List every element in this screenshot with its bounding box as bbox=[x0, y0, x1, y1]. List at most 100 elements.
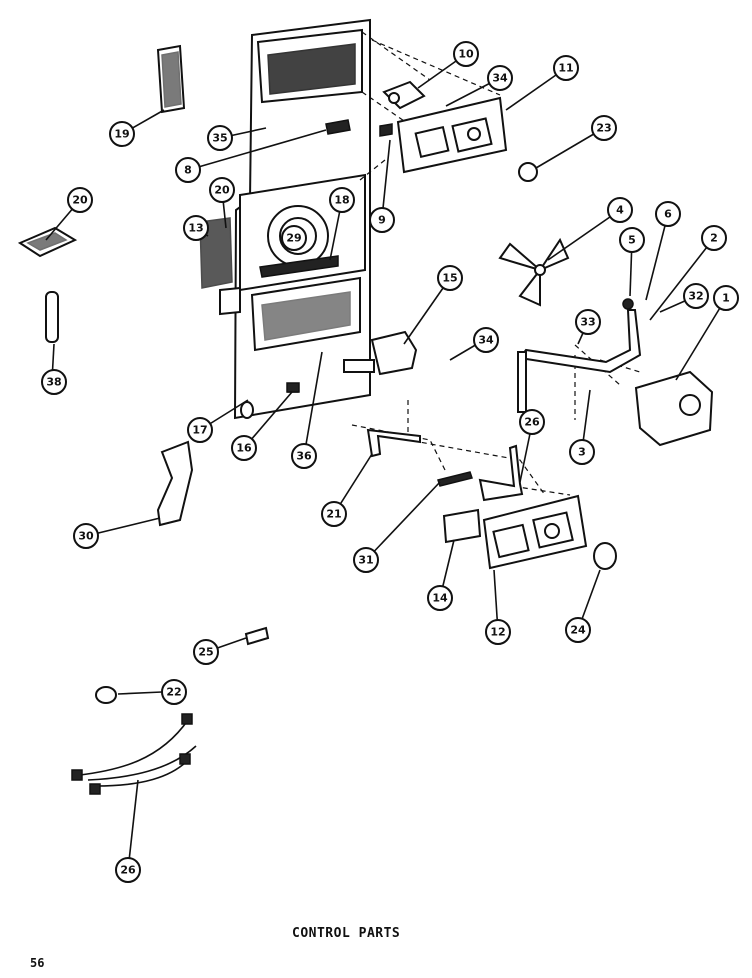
svg-text:26: 26 bbox=[120, 864, 136, 877]
svg-text:17: 17 bbox=[192, 424, 207, 437]
callout-36: 36 bbox=[291, 443, 317, 469]
callout-24: 24 bbox=[565, 617, 591, 643]
svg-text:1: 1 bbox=[722, 292, 730, 305]
svg-text:8: 8 bbox=[184, 164, 192, 177]
svg-text:22: 22 bbox=[166, 686, 181, 699]
svg-text:30: 30 bbox=[78, 530, 94, 543]
part-38-tube bbox=[45, 291, 59, 343]
callout-26: 26 bbox=[115, 857, 141, 883]
svg-text:33: 33 bbox=[580, 316, 595, 329]
svg-text:38: 38 bbox=[46, 376, 61, 389]
svg-text:21: 21 bbox=[326, 508, 341, 521]
callout-15: 15 bbox=[437, 265, 463, 291]
callout-10: 10 bbox=[453, 41, 479, 67]
svg-text:20: 20 bbox=[72, 194, 88, 207]
svg-text:31: 31 bbox=[358, 554, 373, 567]
part-24-knob bbox=[593, 542, 617, 570]
callout-1: 1 bbox=[713, 285, 739, 311]
callout-14: 14 bbox=[427, 585, 453, 611]
part-8-clip bbox=[325, 119, 393, 137]
svg-text:36: 36 bbox=[296, 450, 312, 463]
svg-text:9: 9 bbox=[378, 214, 386, 227]
svg-text:16: 16 bbox=[236, 442, 252, 455]
callout-26: 26 bbox=[519, 409, 545, 435]
callout-20: 20 bbox=[209, 177, 235, 203]
svg-text:20: 20 bbox=[214, 184, 230, 197]
callout-29: 29 bbox=[281, 225, 307, 251]
callout-35: 35 bbox=[207, 125, 233, 151]
callout-32: 32 bbox=[683, 283, 709, 309]
part-12-bezel bbox=[482, 494, 588, 570]
callout-23: 23 bbox=[591, 115, 617, 141]
svg-text:35: 35 bbox=[212, 132, 227, 145]
svg-text:18: 18 bbox=[334, 194, 349, 207]
part-26-bracket bbox=[478, 444, 524, 502]
svg-text:25: 25 bbox=[198, 646, 213, 659]
page-number: 56 bbox=[30, 956, 45, 970]
part-10-switch bbox=[382, 80, 426, 110]
callout-18: 18 bbox=[329, 187, 355, 213]
part-1-motor bbox=[634, 370, 714, 447]
part-14-switch bbox=[442, 508, 482, 544]
callout-17: 17 bbox=[187, 417, 213, 443]
svg-text:24: 24 bbox=[570, 624, 586, 637]
svg-text:29: 29 bbox=[286, 232, 301, 245]
callout-6: 6 bbox=[655, 201, 681, 227]
callout-20: 20 bbox=[67, 187, 93, 213]
svg-text:10: 10 bbox=[458, 48, 474, 61]
svg-text:26: 26 bbox=[524, 416, 540, 429]
part-20-pad bbox=[17, 226, 78, 258]
svg-text:15: 15 bbox=[442, 272, 457, 285]
callout-19: 19 bbox=[109, 121, 135, 147]
part-19-filter bbox=[156, 44, 186, 114]
svg-text:19: 19 bbox=[114, 128, 129, 141]
part-11-bezel bbox=[396, 96, 508, 174]
callout-30: 30 bbox=[73, 523, 99, 549]
svg-text:23: 23 bbox=[596, 122, 611, 135]
callout-8: 8 bbox=[175, 157, 201, 183]
callout-9: 9 bbox=[369, 207, 395, 233]
callout-2: 2 bbox=[701, 225, 727, 251]
svg-text:11: 11 bbox=[558, 62, 573, 75]
part-3-bracket bbox=[517, 309, 642, 413]
diagram-caption: CONTROL PARTS bbox=[292, 926, 401, 941]
svg-text:34: 34 bbox=[478, 334, 494, 347]
part-30-duct bbox=[156, 440, 194, 527]
callout-4: 4 bbox=[607, 197, 633, 223]
callout-34: 34 bbox=[473, 327, 499, 353]
svg-text:2: 2 bbox=[710, 232, 718, 245]
part-21-heater bbox=[366, 428, 421, 458]
callout-16: 16 bbox=[231, 435, 257, 461]
part-16-clip bbox=[286, 382, 300, 393]
svg-text:3: 3 bbox=[578, 446, 586, 459]
callout-5: 5 bbox=[619, 227, 645, 253]
part-25-screw bbox=[244, 626, 270, 646]
svg-text:4: 4 bbox=[616, 204, 624, 217]
part-31-strip bbox=[437, 471, 473, 487]
part-22-lamp bbox=[95, 686, 117, 704]
callout-3: 3 bbox=[569, 439, 595, 465]
svg-text:5: 5 bbox=[628, 234, 636, 247]
svg-text:34: 34 bbox=[492, 72, 508, 85]
control-panel-housing bbox=[233, 18, 371, 420]
callout-31: 31 bbox=[353, 547, 379, 573]
callout-33: 33 bbox=[575, 309, 601, 335]
part-26-harness bbox=[71, 713, 197, 795]
callout-22: 22 bbox=[161, 679, 187, 705]
leader-lines bbox=[45, 53, 727, 871]
part-23-knob bbox=[518, 162, 538, 182]
callout-12: 12 bbox=[485, 619, 511, 645]
callout-34: 34 bbox=[487, 65, 513, 91]
callout-11: 11 bbox=[553, 55, 579, 81]
svg-text:13: 13 bbox=[188, 222, 203, 235]
svg-text:6: 6 bbox=[664, 208, 672, 221]
svg-text:12: 12 bbox=[490, 626, 505, 639]
callout-25: 25 bbox=[193, 639, 219, 665]
callout-13: 13 bbox=[183, 215, 209, 241]
svg-text:32: 32 bbox=[688, 290, 703, 303]
callout-21: 21 bbox=[321, 501, 347, 527]
part-4-fan-blade bbox=[498, 237, 570, 307]
callout-38: 38 bbox=[41, 369, 67, 395]
svg-text:14: 14 bbox=[432, 592, 448, 605]
